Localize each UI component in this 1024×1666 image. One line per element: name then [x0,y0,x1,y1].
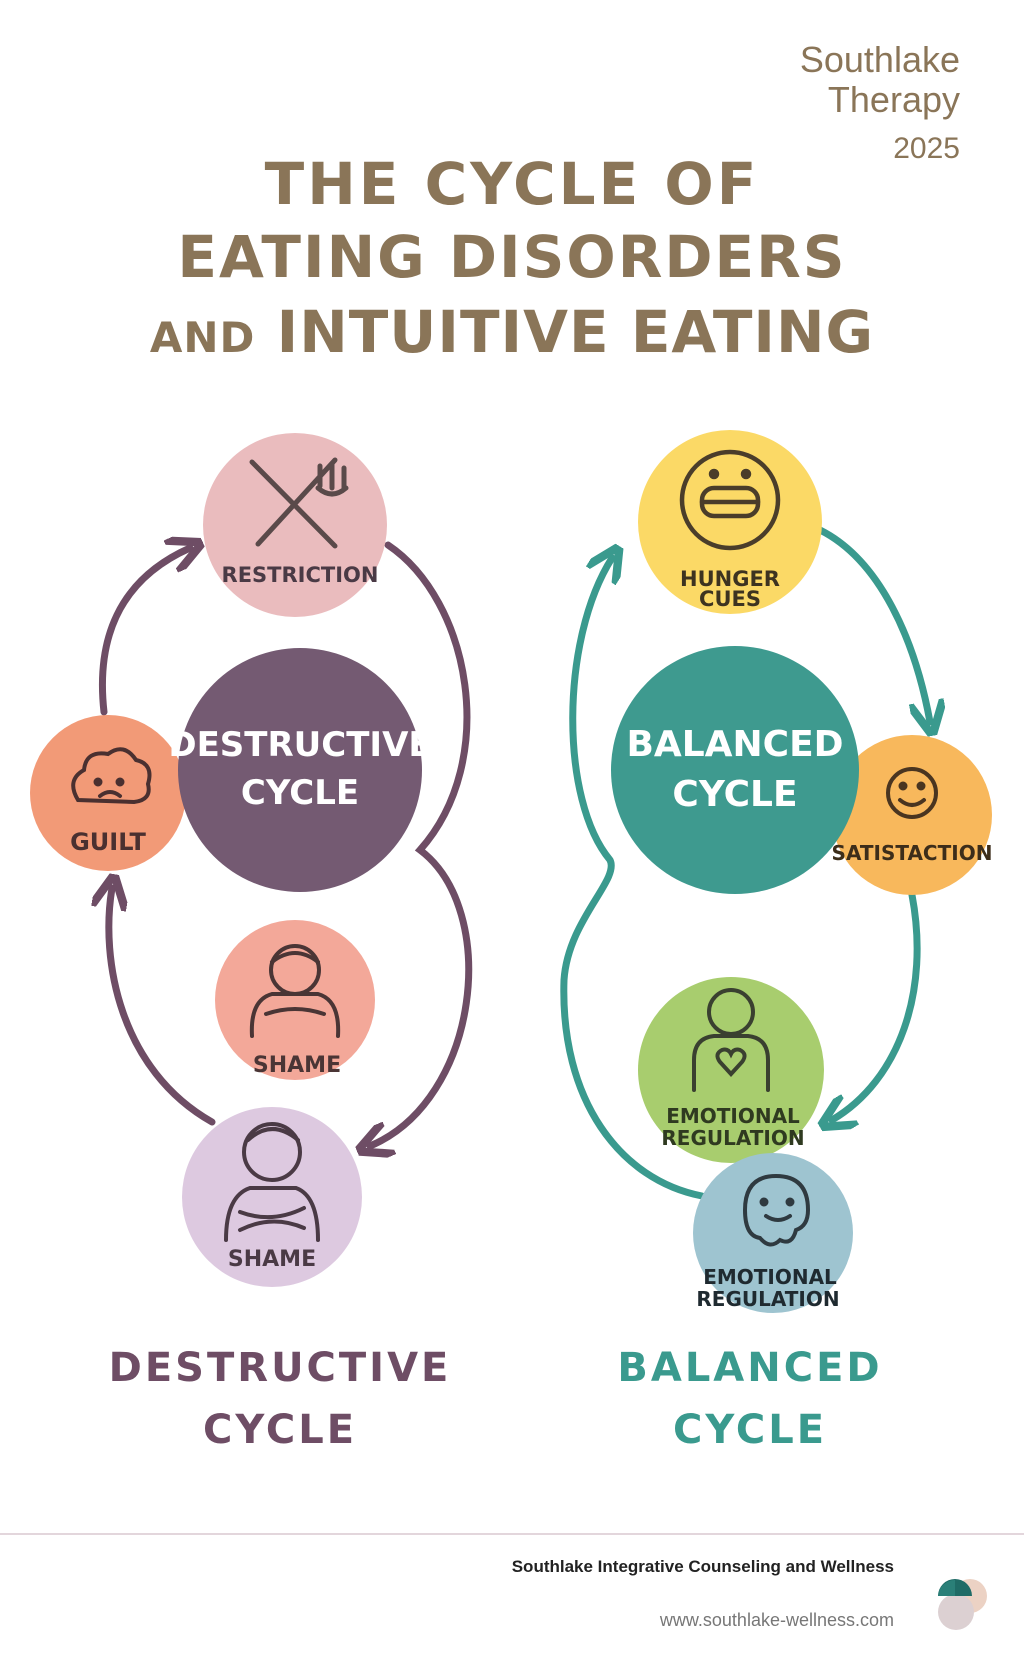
destructive-center-line1: DESTRUCTIVE [168,725,431,765]
guilt-label: GUILT [70,828,146,856]
restriction-circle [203,433,387,617]
arrow-hunger-to-satisfaction [816,526,930,722]
emotional-regulation-2-label-line1: EMOTIONAL [703,1265,837,1289]
destructive-caption: DESTRUCTIVE CYCLE [90,1337,470,1461]
title-and: AND [149,313,256,362]
restriction-label: RESTRICTION [222,563,379,587]
satisfaction-label: SATISTACTION [832,841,993,865]
title-line2: EATING DISORDERS [177,223,847,291]
emotional-regulation-1-circle [638,977,824,1163]
footer-divider [0,1533,1024,1535]
person-heart-icon [692,988,770,1092]
hunger-cues-label-line1: HUNGER [680,567,780,591]
ashamed-person-icon [249,944,341,1038]
arrow-satisfaction-to-regulation [832,891,921,1120]
brand-name-line2: Therapy [827,79,960,120]
shame-2-label: SHAME [228,1247,316,1272]
arrow-restriction-to-shame [370,541,473,1146]
title-line3-text: INTUITIVE EATING [276,298,875,366]
balanced-center: BALANCED CYCLE [611,646,859,894]
brand-block: Southlake Therapy 2025 [800,40,960,166]
hunger-cues-label-line2: CUES [699,587,761,611]
arrow-regulation-to-hunger [560,558,706,1200]
shame-1-label: SHAME [253,1053,341,1078]
brand-year: 2025 [893,132,960,165]
node-shame-2: SHAME [182,1107,362,1287]
destructive-caption-line1: DESTRUCTIVE [108,1345,452,1391]
sad-cloud-icon [71,747,152,805]
emotional-regulation-1-label-line2: REGULATION [661,1126,804,1150]
balanced-caption: BALANCED CYCLE [560,1337,940,1461]
node-hunger-cues: HUNGER CUES [638,430,822,614]
emotional-regulation-2-label-line2: REGULATION [696,1287,839,1311]
brand-name-line1: Southlake [799,39,960,80]
emotional-regulation-1-label-line1: EMOTIONAL [666,1104,800,1128]
balanced-caption-line2: CYCLE [672,1407,828,1453]
destructive-center-line2: CYCLE [241,773,359,813]
shame-2-circle [182,1107,362,1287]
page-title: THE CYCLE OF EATING DISORDERS AND INTUIT… [0,148,1024,376]
arrow-guilt-to-restriction [98,548,190,716]
node-shame-1: SHAME [215,920,375,1080]
happy-face-icon [886,767,938,819]
node-emotional-regulation-1: EMOTIONAL REGULATION [638,977,824,1163]
hunger-cues-circle [638,430,822,614]
footer-org-name: Southlake Integrative Counseling and Wel… [511,1557,894,1576]
node-restriction: RESTRICTION [203,433,387,617]
no-fork-knife-icon [249,457,349,549]
node-satisfaction: SATISTACTION [832,735,993,895]
shame-1-circle [215,920,375,1080]
node-emotional-regulation-2: EMOTIONAL REGULATION [693,1153,853,1313]
smiling-face-icon [679,449,781,551]
destructive-center: DESTRUCTIVE CYCLE [168,648,432,892]
balanced-caption-line1: BALANCED [617,1345,883,1391]
title-line1: THE CYCLE OF [264,150,760,218]
cycles-diagram: RESTRICTION GUILT SHAME SHAME [30,430,993,1313]
balanced-center-line2: CYCLE [672,774,797,815]
balanced-center-line1: BALANCED [626,724,843,765]
node-guilt: GUILT [30,715,186,871]
emotional-regulation-2-circle [693,1153,853,1313]
title-line3: AND INTUITIVE EATING [0,294,1024,376]
melting-face-icon [742,1173,811,1247]
destructive-caption-line2: CYCLE [202,1407,358,1453]
arrow-shame-to-guilt [109,888,216,1126]
balanced-center-circle [611,646,859,894]
destructive-center-circle [178,648,422,892]
footer-url[interactable]: www.southlake-wellness.com [659,1610,894,1630]
destructive-arrows [98,541,473,1146]
footer-logo-icon [938,1579,987,1630]
hugging-person-icon [224,1122,320,1242]
balanced-arrows [560,526,930,1200]
